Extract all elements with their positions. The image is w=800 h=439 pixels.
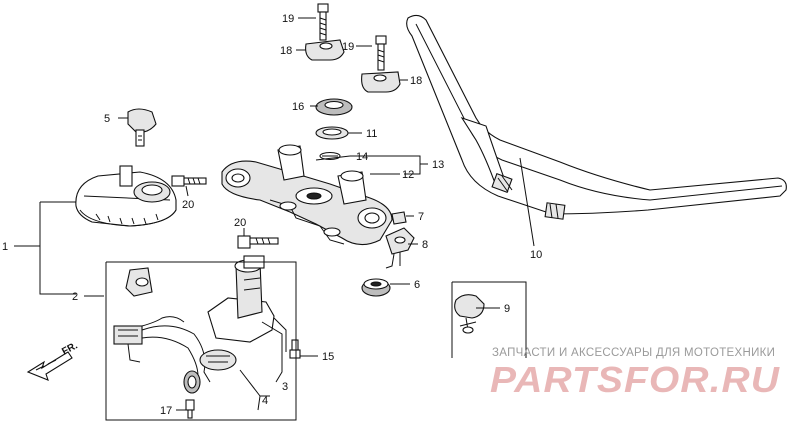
callout-11: 11 — [366, 128, 377, 140]
callout-5: 5 — [104, 113, 110, 125]
top-bridge — [221, 144, 393, 246]
callout-19-right: 19 — [342, 41, 354, 53]
bolt-20-upper — [171, 175, 207, 187]
seal-ring — [183, 370, 201, 394]
rubber-cap-7 — [391, 211, 407, 225]
callout-6: 6 — [414, 279, 420, 291]
screw-15 — [289, 339, 301, 359]
bearing-11 — [315, 126, 349, 140]
leader-lines — [14, 17, 535, 421]
callout-20-upper: 20 — [182, 199, 194, 211]
indicator-bracket-8 — [385, 227, 415, 269]
grommet-6 — [361, 278, 391, 297]
callout-13: 13 — [432, 159, 444, 171]
callout-10: 10 — [530, 249, 542, 261]
watermark-brand: PARTSFOR.RU — [490, 359, 780, 400]
callout-14: 14 — [356, 151, 368, 163]
callouts: 19 18 19 18 16 11 14 13 12 5 20 20 7 8 6… — [2, 13, 542, 417]
screw-17 — [185, 399, 195, 419]
bracket-9 — [454, 294, 485, 334]
bolt-19-left — [317, 3, 329, 41]
watermark: ЗАПЧАСТИ И АКСЕССУАРЫ ДЛЯ МОТОТЕХНИКИ PA… — [490, 347, 780, 400]
front-arrow: FR. — [26, 340, 80, 381]
callout-9: 9 — [504, 303, 510, 315]
callout-18-left: 18 — [280, 45, 292, 57]
callout-20-lower: 20 — [234, 217, 246, 229]
bolt-19-right — [375, 35, 387, 71]
bolt-20-lower — [237, 235, 279, 249]
callout-3: 3 — [282, 381, 288, 393]
callout-16: 16 — [292, 101, 304, 113]
switch-cover — [75, 165, 177, 227]
wire-harness — [113, 316, 237, 383]
upper-holder-18-right — [361, 71, 401, 93]
callout-4: 4 — [262, 395, 268, 407]
handlebar — [406, 14, 787, 220]
watermark-caption: ЗАПЧАСТИ И АКСЕССУАРЫ ДЛЯ МОТОТЕХНИКИ — [492, 347, 775, 359]
front-marker-label: FR. — [60, 340, 80, 357]
callout-17: 17 — [160, 405, 172, 417]
callout-8: 8 — [422, 239, 428, 251]
callout-7: 7 — [418, 211, 424, 223]
upper-holder-18-left — [305, 39, 345, 61]
lock-housing — [125, 255, 275, 343]
dust-seal-16 — [315, 98, 353, 116]
callout-1: 1 — [2, 241, 8, 253]
callout-15: 15 — [322, 351, 334, 363]
callout-19-left: 19 — [282, 13, 294, 25]
ignition-key-5 — [127, 108, 157, 147]
callout-18-right: 18 — [410, 75, 422, 87]
callout-12: 12 — [402, 169, 414, 181]
callout-2: 2 — [72, 291, 78, 303]
